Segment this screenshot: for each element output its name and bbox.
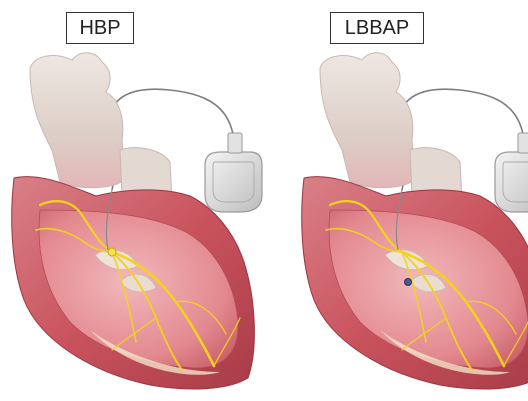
- left-bundle-lead-tip: [405, 279, 412, 286]
- his-bundle-lead-tip: [108, 248, 116, 256]
- hbp-illustration: [12, 53, 262, 389]
- lbbap-illustration: [302, 53, 528, 389]
